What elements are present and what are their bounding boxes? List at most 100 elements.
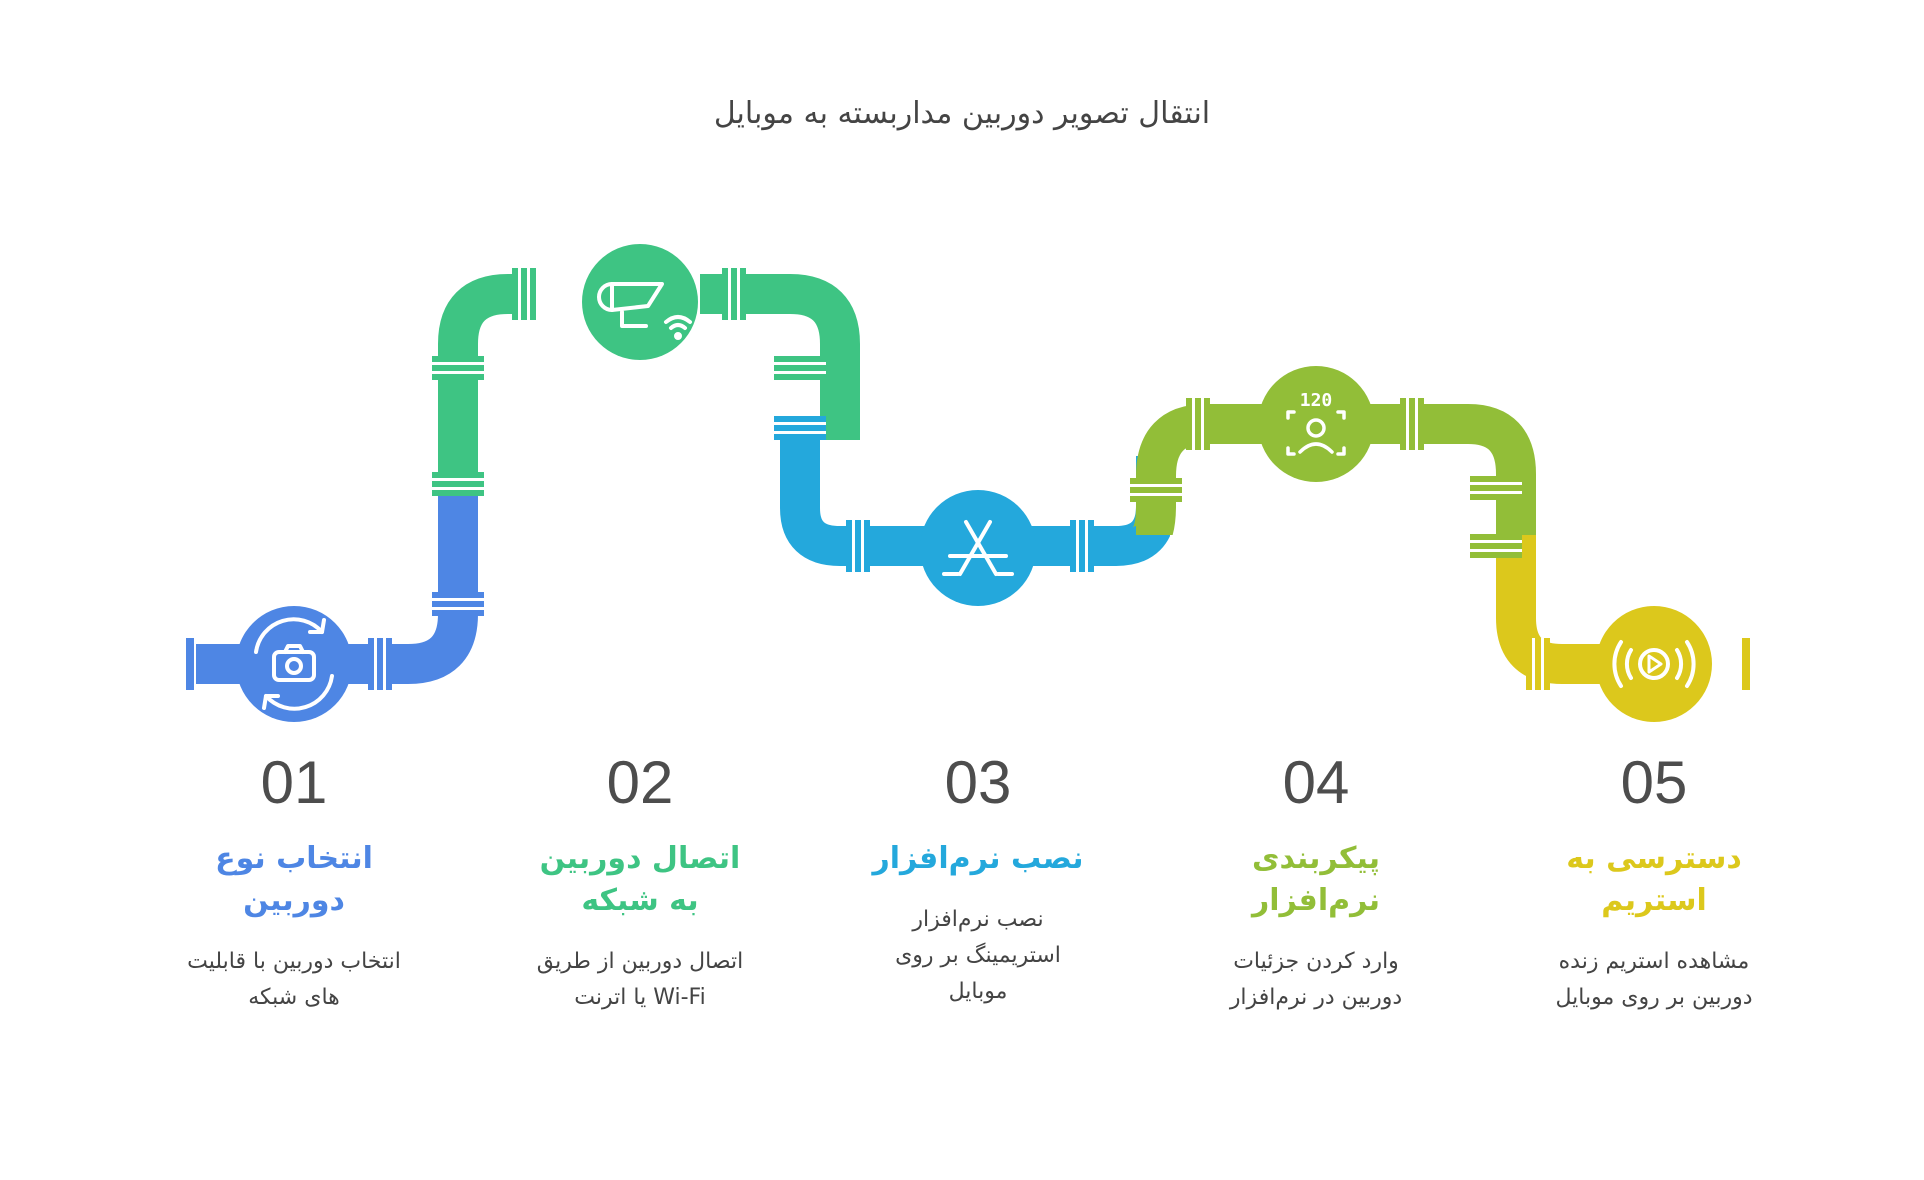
- coupling-bar: [1400, 398, 1406, 450]
- coupling-bar: [864, 520, 870, 572]
- coupling-bar: [774, 365, 826, 371]
- coupling-gap: [1201, 398, 1204, 450]
- coupling-bar: [1130, 487, 1182, 493]
- coupling-bar: [1409, 398, 1415, 450]
- step-2-description: اتصال دوربین از طریق Wi-Fi یا اترنت: [536, 949, 744, 1010]
- coupling-bar: [1195, 398, 1201, 450]
- step-5-node[interactable]: [1596, 606, 1712, 722]
- coupling-gap: [1406, 398, 1409, 450]
- coupling-gap: [861, 520, 864, 572]
- coupling-bar: [1130, 496, 1182, 502]
- pipe-end-caps: [186, 638, 1750, 690]
- coupling-bar: [740, 268, 746, 320]
- step-2: 02 اتصال دوربین به شبکه اتصال دوربین از …: [475, 748, 805, 1016]
- step-4-number: 04: [1282, 749, 1350, 816]
- coupling-gap: [432, 487, 484, 490]
- step-1-description: انتخاب دوربین با قابلیت های شبکه: [187, 949, 401, 1010]
- step-1-number: 01: [260, 749, 328, 816]
- coupling-bar: [846, 520, 852, 572]
- coupling-gap: [774, 422, 826, 425]
- coupling-bar: [432, 592, 484, 598]
- coupling-bar: [432, 610, 484, 616]
- pipe-segment-green-right: [700, 274, 860, 440]
- coupling-gap: [432, 371, 484, 374]
- step-1-node[interactable]: [236, 606, 352, 722]
- coupling-gap: [374, 638, 377, 690]
- step-5-number: 05: [1620, 749, 1688, 816]
- step-1-heading: انتخاب نوع دوربین: [215, 841, 373, 918]
- step-4: 04 پیکربندی نرم‌افزار وارد کردن جزئیات د…: [1151, 748, 1481, 1016]
- step-3-number: 03: [944, 749, 1012, 816]
- coupling-gap: [527, 268, 530, 320]
- coupling-gap: [1532, 638, 1535, 690]
- coupling-bar: [377, 638, 383, 690]
- coupling-bar: [432, 365, 484, 371]
- coupling-gap: [1192, 398, 1195, 450]
- coupling-gap: [1085, 520, 1088, 572]
- coupling-bar: [774, 434, 826, 440]
- coupling-bar: [530, 268, 536, 320]
- coupling-bar: [731, 268, 737, 320]
- coupling-gap: [852, 520, 855, 572]
- coupling-bar: [1418, 398, 1424, 450]
- coupling-bar: [521, 268, 527, 320]
- step-2-node[interactable]: [582, 244, 698, 360]
- coupling-gap: [1470, 540, 1522, 543]
- end-cap: [186, 638, 194, 690]
- coupling-gap: [1470, 549, 1522, 552]
- coupling-bar: [1470, 494, 1522, 500]
- page-title: انتقال تصویر دوربین مداربسته به موبایل: [713, 96, 1211, 131]
- coupling-gap: [432, 478, 484, 481]
- icon-badge-text: 120: [1300, 390, 1333, 411]
- coupling-bar: [1470, 534, 1522, 540]
- coupling-bar: [432, 356, 484, 362]
- coupling-bar: [432, 374, 484, 380]
- coupling-bar: [432, 490, 484, 496]
- coupling-bar: [855, 520, 861, 572]
- coupling-gap: [432, 362, 484, 365]
- coupling-bar: [722, 268, 728, 320]
- step-3-node[interactable]: [920, 490, 1036, 606]
- live-stream-icon: [1612, 640, 1696, 688]
- coupling-bar: [512, 268, 518, 320]
- coupling-gap: [774, 431, 826, 434]
- coupling-bar: [774, 416, 826, 422]
- coupling-gap: [432, 598, 484, 601]
- coupling-bar: [1470, 476, 1522, 482]
- coupling-bar: [1088, 520, 1094, 572]
- coupling-bar: [1470, 552, 1522, 558]
- step-3-heading: نصب نرم‌افزار: [872, 841, 1084, 876]
- pipe-segment-blue: [196, 480, 478, 684]
- step-4-node[interactable]: 120: [1258, 366, 1374, 482]
- step-4-description: وارد کردن جزئیات دوربین در نرم‌افزار: [1229, 949, 1403, 1010]
- coupling-bar: [1470, 543, 1522, 549]
- wifi-camera-icon: [597, 282, 692, 340]
- step-5-description: مشاهده استریم زنده دوربین بر روی موبایل: [1555, 949, 1753, 1010]
- pipe-segment-olive: [1131, 404, 1536, 535]
- step-3-description: نصب نرم‌افزار استریمینگ بر روی موبایل: [895, 907, 1061, 1004]
- coupling-gap: [1541, 638, 1544, 690]
- coupling-gap: [518, 268, 521, 320]
- coupling-gap: [1415, 398, 1418, 450]
- coupling-bar: [432, 472, 484, 478]
- step-2-heading: اتصال دوربین به شبکه: [539, 841, 741, 918]
- coupling-gap: [1130, 493, 1182, 496]
- coupling-bar: [386, 638, 392, 690]
- coupling-gap: [774, 371, 826, 374]
- coupling-bar: [432, 481, 484, 487]
- coupling-gap: [1470, 482, 1522, 485]
- coupling-gap: [774, 362, 826, 365]
- coupling-gap: [1470, 491, 1522, 494]
- step-3: 03 نصب نرم‌افزار نصب نرم‌افزار استریمینگ…: [813, 748, 1143, 1010]
- camera-rotate-icon: [254, 617, 334, 711]
- coupling-bar: [774, 425, 826, 431]
- coupling-bar: [1526, 638, 1532, 690]
- step-5-heading: دسترسی به استریم: [1566, 841, 1742, 918]
- step-2-number: 02: [606, 749, 674, 816]
- coupling-bar: [1535, 638, 1541, 690]
- pipe-segment-green-left: [438, 274, 520, 480]
- coupling-gap: [737, 268, 740, 320]
- coupling-bar: [1544, 638, 1550, 690]
- coupling-bar: [368, 638, 374, 690]
